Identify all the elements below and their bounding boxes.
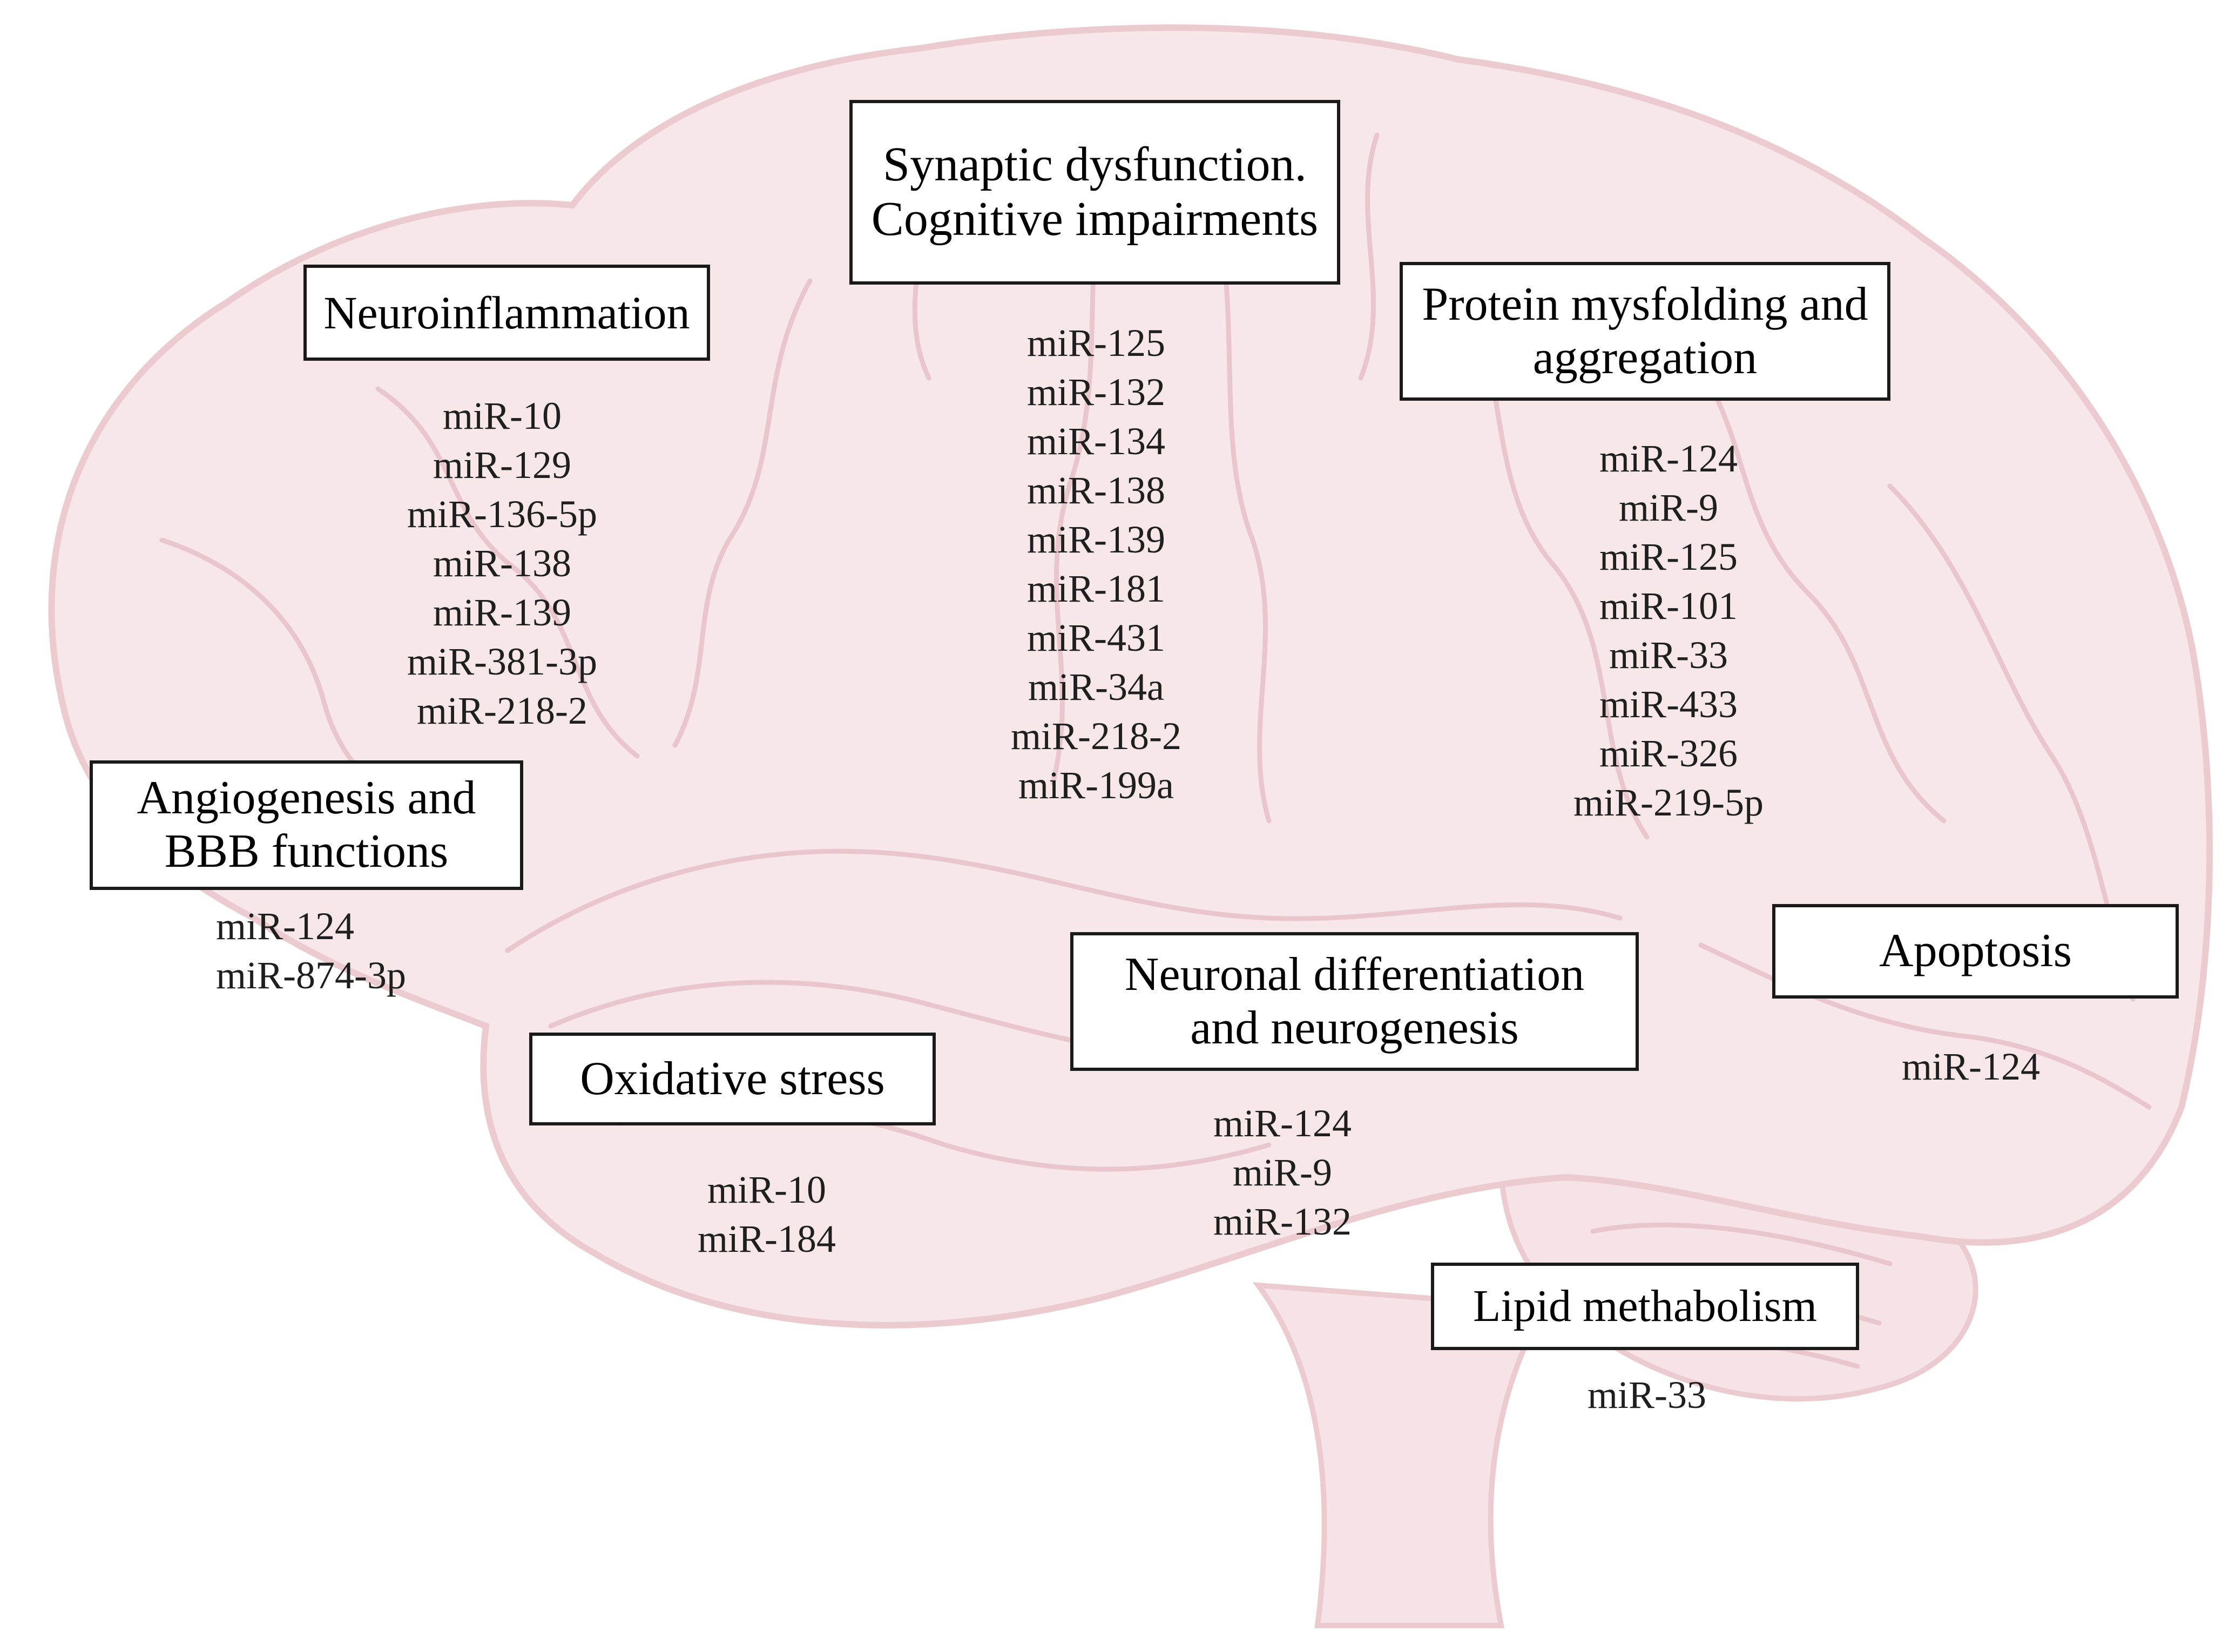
list-item: miR-181: [1026, 567, 1165, 610]
neuronal-mirna-list: miR-124 miR-9 miR-132: [1147, 1099, 1417, 1246]
list-item: miR-124: [1599, 437, 1738, 480]
neuronal-title-line-2: and neurogenesis: [1190, 1001, 1519, 1054]
list-item: miR-129: [433, 443, 571, 487]
angiogenesis-title-line-2: BBB functions: [164, 825, 449, 878]
oxidative-title: Oxidative stress: [580, 1052, 885, 1105]
synaptic-mirna-list: miR-125 miR-132 miR-134 miR-138 miR-139 …: [961, 319, 1231, 810]
list-item: miR-136-5p: [407, 493, 597, 536]
list-item: miR-9: [1232, 1151, 1332, 1194]
list-item: miR-10: [442, 394, 562, 437]
angiogenesis-mirna-list: miR-124 miR-874-3p: [216, 902, 443, 1000]
list-item: miR-138: [1026, 469, 1165, 512]
protein-mirna-list: miR-124 miR-9 miR-125 miR-101 miR-33 miR…: [1534, 434, 1804, 827]
list-item: miR-124: [1213, 1102, 1352, 1145]
protein-misfolding-box: Protein mysfolding and aggregation: [1400, 262, 1890, 401]
protein-title-line-1: Protein mysfolding and: [1422, 278, 1868, 331]
list-item: miR-124: [216, 905, 355, 948]
list-item: miR-199a: [1018, 764, 1174, 807]
list-item: miR-132: [1026, 370, 1165, 414]
list-item: miR-326: [1599, 732, 1738, 775]
apoptosis-box: Apoptosis: [1772, 904, 2179, 999]
list-item: miR-184: [697, 1217, 836, 1260]
angiogenesis-box: Angiogenesis and BBB functions: [90, 760, 523, 890]
oxidative-mirna-list: miR-10 miR-184: [632, 1165, 902, 1264]
list-item: miR-433: [1599, 683, 1738, 726]
synaptic-title-line-1: Synaptic dysfunction.: [883, 138, 1307, 192]
list-item: miR-139: [1026, 518, 1165, 561]
list-item: miR-132: [1213, 1200, 1352, 1243]
lipid-metabolism-box: Lipid methabolism: [1431, 1263, 1859, 1350]
brainstem-shape: [1252, 1282, 1549, 1628]
list-item: miR-138: [433, 542, 571, 585]
list-item: miR-139: [433, 591, 571, 634]
neuronal-differentiation-box: Neuronal differentiation and neurogenesi…: [1070, 932, 1639, 1071]
list-item: miR-34a: [1028, 665, 1164, 709]
list-item: miR-101: [1599, 584, 1738, 628]
neuroinflammation-box: Neuroinflammation: [303, 265, 710, 361]
list-item: miR-9: [1618, 486, 1718, 529]
list-item: miR-33: [1609, 633, 1728, 677]
lipid-title: Lipid methabolism: [1473, 1280, 1817, 1331]
lipid-mirna-list: miR-33: [1512, 1371, 1782, 1420]
list-item: miR-125: [1599, 535, 1738, 578]
protein-title-line-2: aggregation: [1532, 331, 1758, 384]
list-item: miR-218-2: [417, 689, 587, 732]
list-item: miR-125: [1026, 321, 1165, 365]
list-item: miR-218-2: [1011, 714, 1181, 758]
neuroinflammation-mirna-list: miR-10 miR-129 miR-136-5p miR-138 miR-13…: [367, 392, 637, 736]
apoptosis-mirna-list: miR-124: [1836, 1042, 2106, 1091]
list-item: miR-124: [1901, 1045, 2040, 1088]
synaptic-title-line-2: Cognitive impairments: [871, 192, 1319, 246]
list-item: miR-219-5p: [1573, 781, 1764, 824]
list-item: miR-381-3p: [407, 640, 597, 683]
neuroinflammation-title: Neuroinflammation: [323, 286, 690, 339]
synaptic-dysfunction-box: Synaptic dysfunction. Cognitive impairme…: [849, 100, 1340, 285]
neuronal-title-line-1: Neuronal differentiation: [1124, 948, 1585, 1001]
oxidative-stress-box: Oxidative stress: [529, 1033, 936, 1125]
apoptosis-title: Apoptosis: [1879, 925, 2072, 977]
list-item: miR-10: [707, 1168, 826, 1211]
list-item: miR-134: [1026, 420, 1165, 463]
list-item: miR-874-3p: [216, 954, 406, 997]
list-item: miR-431: [1026, 616, 1165, 659]
list-item: miR-33: [1587, 1373, 1706, 1417]
angiogenesis-title-line-1: Angiogenesis and: [137, 772, 476, 825]
